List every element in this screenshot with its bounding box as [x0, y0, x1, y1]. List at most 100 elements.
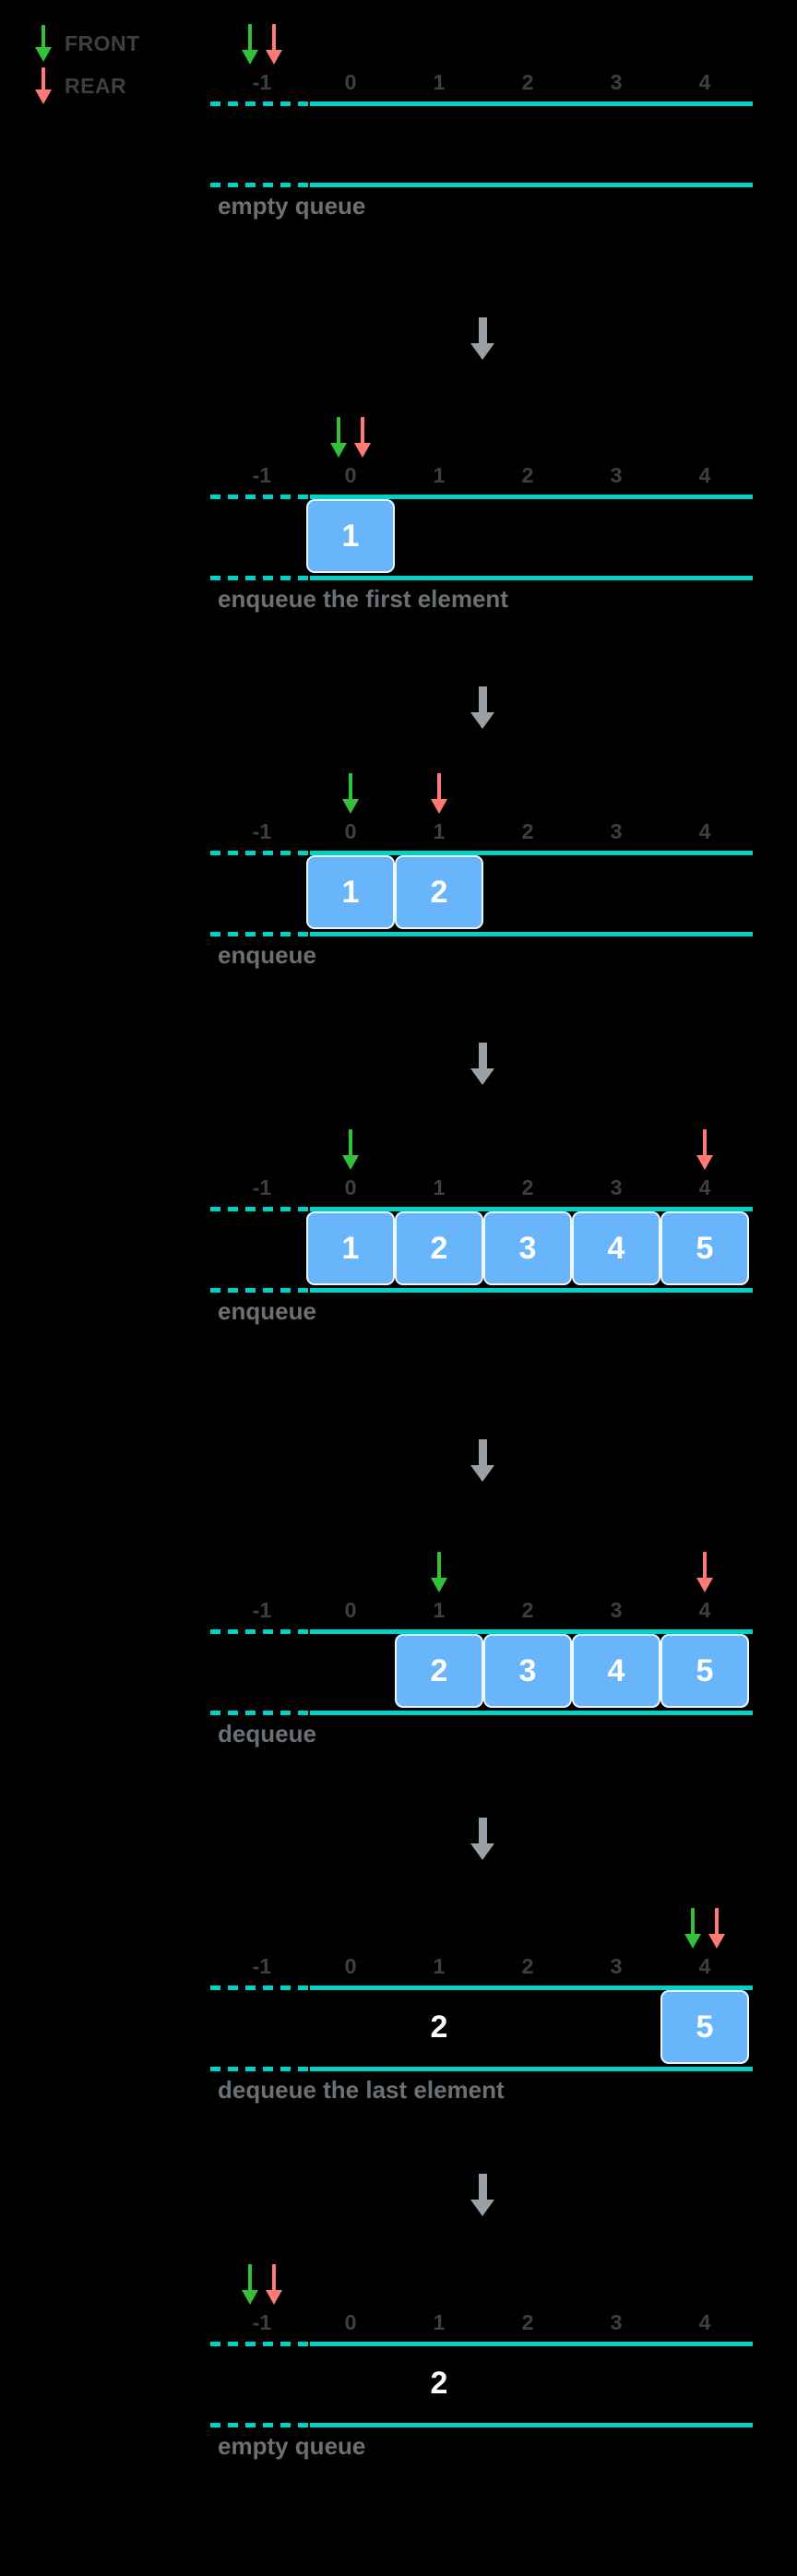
pointer-row	[218, 2264, 771, 2308]
front-arrow-icon	[28, 23, 59, 64]
queue-cells	[218, 106, 771, 180]
queue-cell[interactable]: 2	[395, 855, 483, 929]
axis-tick-4: 4	[698, 70, 711, 94]
stage-caption: dequeue	[218, 1720, 316, 1747]
axis-tick-0: 0	[344, 2310, 357, 2334]
stage-caption: enqueue	[218, 1297, 316, 1325]
flow-connector-arrow-icon	[470, 2174, 494, 2216]
axis-tick-4: 4	[698, 1954, 711, 1978]
queue-cell[interactable]: 5	[660, 1211, 749, 1285]
axis-tick-3: 3	[610, 1175, 623, 1199]
queue-cell[interactable]: 1	[306, 499, 395, 573]
rail-solid-segment	[310, 1711, 753, 1715]
rail-solid-segment	[310, 183, 753, 187]
queue-bottom-rail	[210, 1711, 753, 1715]
rail-dashed-segment	[210, 2342, 310, 2346]
axis-tick-1: 1	[433, 1175, 446, 1199]
queue-cell[interactable]: 1	[306, 855, 395, 929]
rail-dashed-segment	[210, 851, 310, 855]
queue-cell[interactable]: 1	[306, 1211, 395, 1285]
axis-tick-4: 4	[698, 1598, 711, 1622]
axis-tick-0: 0	[344, 819, 357, 843]
axis-tick-0: 0	[344, 1175, 357, 1199]
queue-bare-value: 2	[430, 2009, 448, 2045]
axis-tick--1: -1	[252, 463, 272, 487]
queue-top-rail	[210, 101, 753, 106]
rail-dashed-segment	[210, 2067, 310, 2071]
axis-tick-3: 3	[610, 1598, 623, 1622]
rear-arrow-icon	[28, 66, 59, 106]
queue-cell[interactable]: 5	[660, 1990, 749, 2064]
rail-dashed-segment	[210, 1288, 310, 1293]
flow-connector-arrow-icon	[470, 1043, 494, 1085]
axis-tick-1: 1	[433, 819, 446, 843]
queue-top-rail	[210, 1629, 753, 1634]
flow-connector-arrow-icon	[470, 1818, 494, 1860]
rail-dashed-segment	[210, 1986, 310, 1990]
axis-tick-0: 0	[344, 463, 357, 487]
rail-solid-segment	[310, 495, 753, 499]
rail-solid-segment	[310, 1629, 753, 1634]
axis-tick-2: 2	[521, 2310, 534, 2334]
queue-cell[interactable]: 3	[483, 1211, 572, 1285]
rail-solid-segment	[310, 101, 753, 106]
rail-dashed-segment	[210, 1629, 310, 1634]
stage-caption: empty queue	[218, 192, 366, 220]
queue-cell[interactable]: 4	[572, 1634, 660, 1708]
queue-cell[interactable]: 4	[572, 1211, 660, 1285]
axis-tick--1: -1	[252, 1175, 272, 1199]
rail-solid-segment	[310, 932, 753, 936]
rail-dashed-segment	[210, 183, 310, 187]
queue-bottom-rail	[210, 1288, 753, 1293]
flow-connector-arrow-icon	[470, 317, 494, 360]
queue-top-rail	[210, 851, 753, 855]
axis-tick--1: -1	[252, 1954, 272, 1978]
stage-caption: enqueue the first element	[218, 585, 508, 613]
axis-tick-1: 1	[433, 70, 446, 94]
rail-dashed-segment	[210, 1207, 310, 1211]
legend-label-rear: REAR	[65, 73, 127, 98]
rail-dashed-segment	[210, 576, 310, 580]
queue-cell[interactable]: 3	[483, 1634, 572, 1708]
axis-tick-4: 4	[698, 2310, 711, 2334]
axis-tick-0: 0	[344, 1598, 357, 1622]
pointer-row	[218, 1129, 771, 1174]
flow-connector-arrow-icon	[470, 686, 494, 729]
queue-cell[interactable]: 5	[660, 1634, 749, 1708]
legend-item-front: FRONT	[28, 22, 240, 65]
rail-dashed-segment	[210, 101, 310, 106]
queue-cells: 1	[218, 499, 771, 573]
queue-bottom-rail	[210, 932, 753, 936]
queue-top-rail	[210, 2342, 753, 2346]
stage-caption: empty queue	[218, 2432, 366, 2460]
axis-tick--1: -1	[252, 1598, 272, 1622]
queue-bottom-rail	[210, 576, 753, 580]
pointer-row	[218, 773, 771, 817]
queue-bottom-rail	[210, 183, 753, 187]
rail-dashed-segment	[210, 932, 310, 936]
rail-solid-segment	[310, 2423, 753, 2427]
rail-solid-segment	[310, 2067, 753, 2071]
queue-cell[interactable]: 2	[395, 1634, 483, 1708]
queue-cell[interactable]: 2	[395, 1211, 483, 1285]
axis-tick-3: 3	[610, 2310, 623, 2334]
pointer-row	[218, 1552, 771, 1596]
axis-tick-4: 4	[698, 819, 711, 843]
axis-tick-1: 1	[433, 2310, 446, 2334]
axis-tick-3: 3	[610, 1954, 623, 1978]
axis-tick-2: 2	[521, 1954, 534, 1978]
axis-tick-2: 2	[521, 70, 534, 94]
stage-caption: dequeue the last element	[218, 2076, 505, 2104]
rail-solid-segment	[310, 1288, 753, 1293]
axis-tick-2: 2	[521, 1175, 534, 1199]
pointer-row	[218, 417, 771, 461]
flow-connector-arrow-icon	[470, 1439, 494, 1482]
